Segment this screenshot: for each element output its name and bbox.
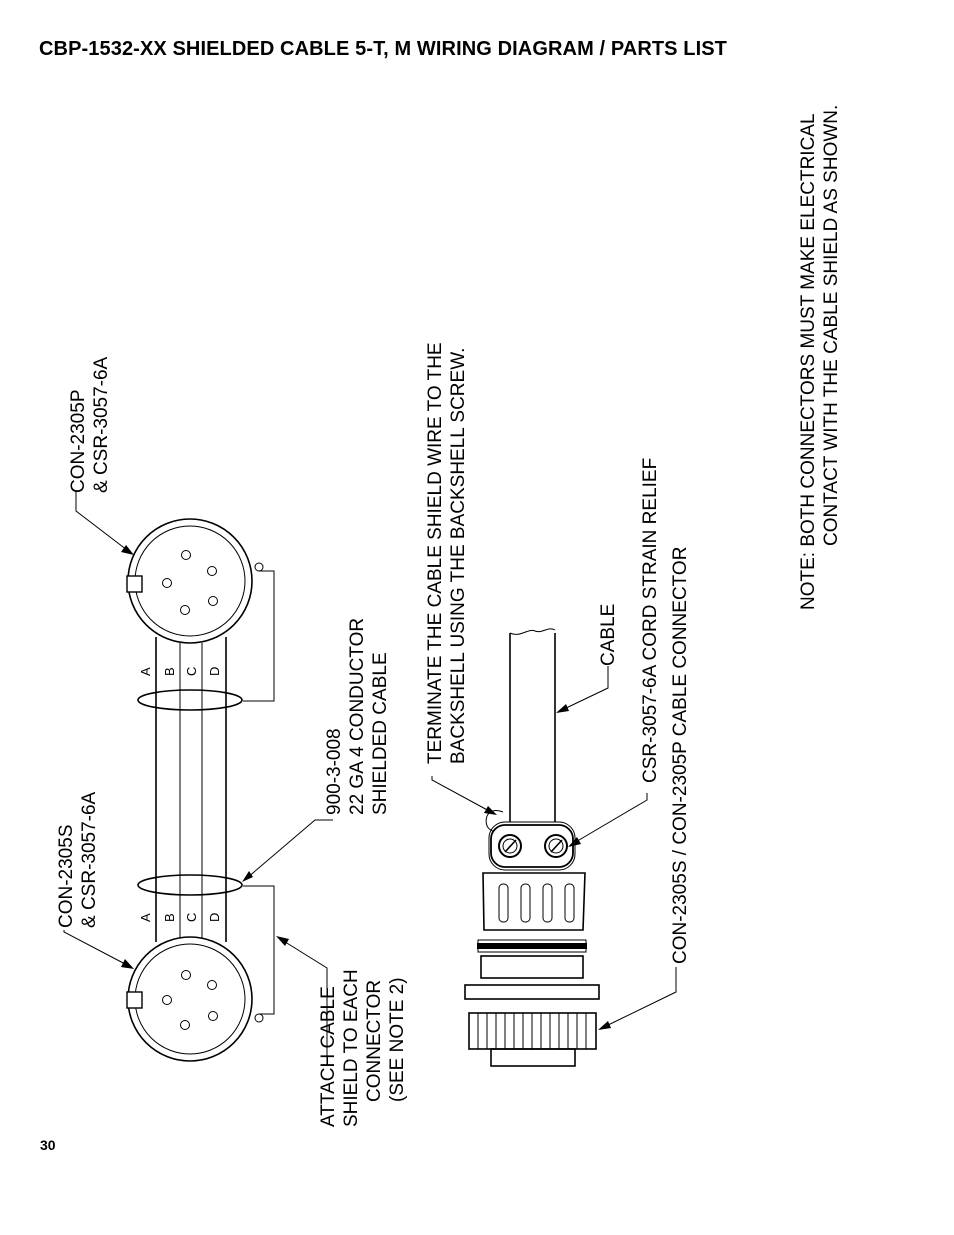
cable-spec-line2: 22 GA 4 CONDUCTOR	[347, 618, 368, 815]
wire-letter-b-top: B	[162, 667, 177, 676]
connector-top	[126, 518, 264, 644]
attach-note-line3: CONNECTOR	[364, 980, 385, 1102]
terminate-note-line1: TERMINATE THE CABLE SHIELD WIRE TO THE	[425, 342, 446, 764]
cable-connector-label: CON-2305S / CON-2305P CABLE CONNECTOR	[670, 547, 691, 964]
wire-letter-c-bottom: C	[184, 913, 199, 922]
page-number: 30	[40, 1137, 56, 1153]
wire-letter-b-bottom: B	[162, 913, 177, 922]
leader-lines-right	[431, 666, 677, 1030]
connector-top-label-line2: & CSR-3057-6A	[91, 356, 112, 493]
cable-connector-assembly	[464, 628, 600, 1067]
note-line1: NOTE: BOTH CONNECTORS MUST MAKE ELECTRIC…	[798, 113, 819, 610]
connector-top-label-line1: CON-2305P	[68, 390, 89, 494]
leader-lines-left	[63, 492, 333, 1065]
connector-bottom	[126, 936, 264, 1062]
wire-letter-d-top: D	[207, 667, 222, 676]
wire-letter-c-top: C	[184, 667, 199, 676]
note-line2: CONTACT WITH THE CABLE SHIELD AS SHOWN.	[821, 105, 842, 546]
shielded-cable	[137, 570, 275, 1015]
connector-bottom-label-line2: & CSR-3057-6A	[79, 791, 100, 928]
wire-letter-a-bottom: A	[138, 913, 153, 922]
terminate-note-line2: BACKSHELL USING THE BACKSHELL SCREW.	[448, 348, 469, 764]
attach-note-line2: SHIELD TO EACH	[341, 969, 362, 1127]
cable-label: CABLE	[598, 604, 619, 666]
cable-spec-line1: 900-3-008	[324, 728, 345, 815]
attach-note-line4: (SEE NOTE 2)	[387, 977, 408, 1102]
page-title: CBP-1532-XX SHIELDED CABLE 5-T, M WIRING…	[39, 38, 728, 60]
connector-bottom-label-line1: CON-2305S	[56, 825, 77, 929]
strain-relief-label: CSR-3057-6A CORD STRAIN RELIEF	[640, 458, 661, 783]
wire-letter-a-top: A	[138, 667, 153, 676]
wire-letter-d-bottom: D	[207, 913, 222, 922]
cable-spec-line3: SHIELDED CABLE	[370, 652, 391, 815]
attach-note-line1: ATTACH CABLE	[318, 986, 339, 1127]
